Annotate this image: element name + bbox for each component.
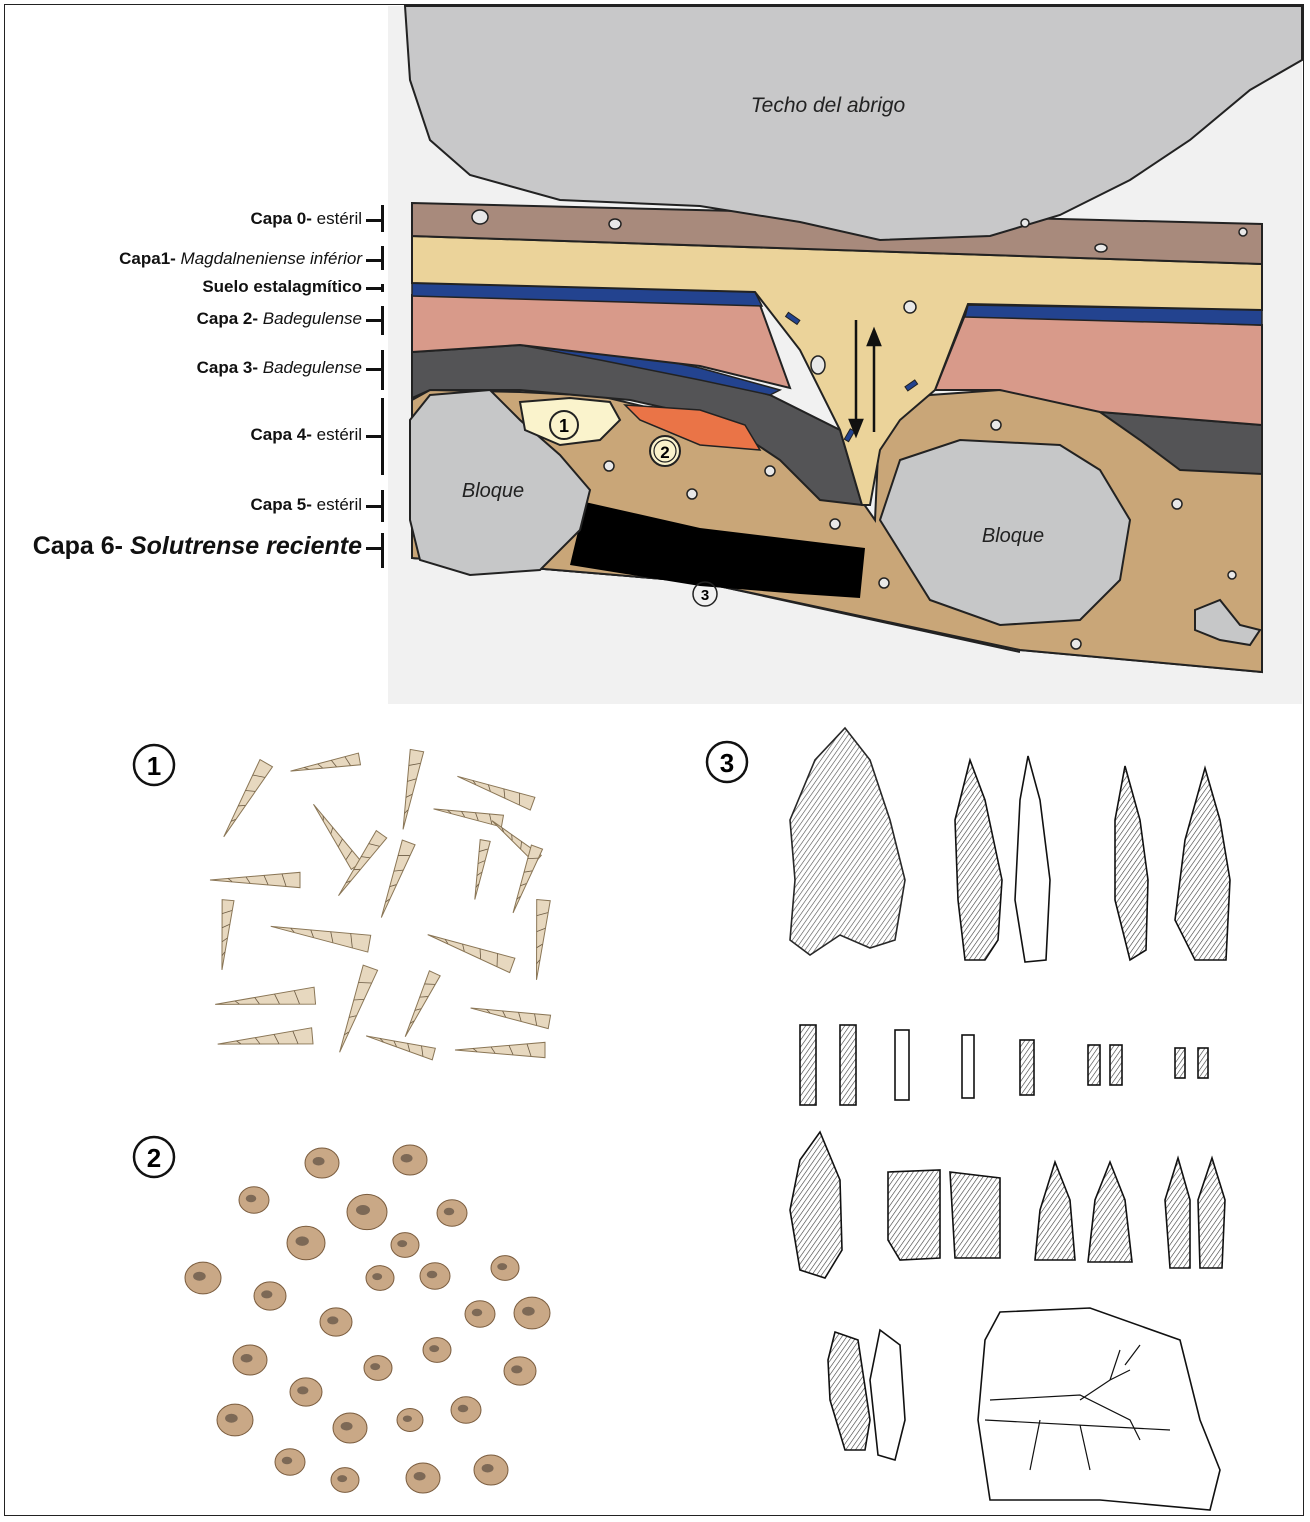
shell-marking xyxy=(472,1309,483,1317)
turritella-shell xyxy=(469,1001,550,1028)
turritella-shell xyxy=(455,1042,545,1057)
shell-marking xyxy=(296,1236,309,1246)
roof-rock xyxy=(405,6,1302,240)
solutrean-point xyxy=(790,728,905,955)
lithic-point xyxy=(1115,766,1148,960)
turritella-shell xyxy=(470,840,490,901)
shell-marking xyxy=(414,1472,426,1481)
left-block-label: Bloque xyxy=(462,480,524,502)
lithic-point xyxy=(955,760,1002,960)
turritella-shell xyxy=(455,770,535,810)
shell-marking xyxy=(193,1272,206,1281)
shell-marking xyxy=(444,1208,455,1216)
shell-marking xyxy=(313,1157,325,1166)
bladelets xyxy=(800,1025,1208,1105)
turritella-shells xyxy=(210,749,551,1059)
shell-marking xyxy=(401,1154,413,1163)
turritella-shell xyxy=(432,803,503,827)
turritella-shell xyxy=(214,987,315,1013)
turritella-shell xyxy=(269,918,370,952)
shell-marking xyxy=(522,1307,535,1316)
turritella-shell xyxy=(425,927,515,972)
shell-marking xyxy=(297,1386,308,1394)
scraper xyxy=(950,1172,1000,1258)
shell-marking xyxy=(429,1345,439,1352)
turritella-shell xyxy=(396,749,423,830)
shell-marking xyxy=(356,1205,370,1215)
turritella-shell xyxy=(530,900,551,981)
shell-marking xyxy=(261,1290,272,1298)
round-shells xyxy=(185,1145,550,1493)
turritella-shell xyxy=(216,900,234,971)
shell-marking xyxy=(370,1363,380,1370)
shell-marking xyxy=(397,1240,407,1247)
engraved-plaque xyxy=(978,1308,1220,1510)
turritella-shell xyxy=(375,840,415,920)
lithic-point xyxy=(1088,1162,1132,1262)
shell-marking xyxy=(337,1475,347,1482)
lithic-point xyxy=(1165,1158,1190,1268)
panel-1-label: 1 xyxy=(147,751,161,781)
turritella-shell xyxy=(400,971,440,1039)
lithic-point xyxy=(1175,768,1230,960)
right-block-label: Bloque xyxy=(982,525,1044,547)
shell-marking xyxy=(327,1316,338,1324)
lithic-point xyxy=(1198,1158,1225,1268)
marker-1-label: 1 xyxy=(559,416,569,436)
lithic-tools xyxy=(790,728,1230,1510)
scraper xyxy=(888,1170,940,1260)
turritella-shell xyxy=(210,872,300,887)
roof-label: Techo del abrigo xyxy=(751,94,906,117)
shell-marking xyxy=(497,1263,507,1270)
shell-marking xyxy=(341,1422,353,1431)
panel-2-label: 2 xyxy=(147,1143,161,1173)
shell-marking xyxy=(427,1271,438,1279)
shell-marking xyxy=(282,1457,293,1465)
shell-marking xyxy=(403,1415,412,1422)
shell-marking xyxy=(246,1195,257,1203)
turritella-shell xyxy=(217,1028,313,1052)
shell-marking xyxy=(511,1365,522,1373)
turritella-shell xyxy=(217,760,272,841)
leaf-point xyxy=(790,1132,842,1278)
burin xyxy=(828,1332,870,1450)
shell-marking xyxy=(225,1414,238,1423)
marker-3-label: 3 xyxy=(701,587,709,604)
lithic-point xyxy=(1015,756,1050,962)
marker-2-label: 2 xyxy=(660,443,669,462)
turritella-shell xyxy=(308,801,361,870)
shell-marking xyxy=(241,1354,253,1363)
lithic-point xyxy=(1035,1162,1075,1260)
turritella-shell xyxy=(365,1030,436,1060)
shell-marking xyxy=(372,1273,382,1280)
shell-marking xyxy=(482,1464,494,1473)
shell-marking xyxy=(458,1405,469,1413)
turritella-shell xyxy=(332,965,377,1055)
panel-3-label: 3 xyxy=(720,748,734,778)
burin xyxy=(870,1330,905,1460)
